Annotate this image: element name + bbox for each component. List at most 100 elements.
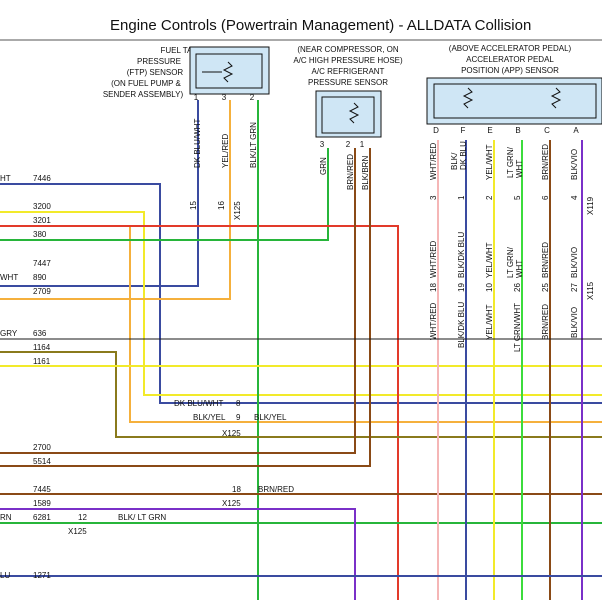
app-mid-label-6: BLK/VIO bbox=[570, 247, 579, 278]
ftp-label-4: (ON FUEL PUMP & bbox=[111, 79, 181, 88]
mid-pin-9: 9 bbox=[236, 413, 241, 422]
wire-purple-1589 bbox=[0, 508, 356, 600]
wires bbox=[0, 100, 602, 600]
ftp-sensor: FUEL TANK PRESSURE (FTP) SENSOR (ON FUEL… bbox=[103, 46, 270, 102]
wire-ac-blkbrn bbox=[0, 148, 371, 467]
brn-conn-label: BRN/RED bbox=[258, 485, 294, 494]
circuit-380: 380 bbox=[33, 230, 47, 239]
app-bot-label-4: LT GRN/WHT bbox=[513, 303, 522, 352]
ac-wire-labels: GRN BRN/RED BLK/BRN bbox=[319, 154, 370, 190]
app-mid-label-5: BRN/RED bbox=[541, 242, 550, 278]
circuit-1161: 1161 bbox=[33, 357, 51, 366]
app-bot-pin-6: 27 bbox=[570, 283, 579, 292]
ac-wire-2-label: BRN/RED bbox=[346, 154, 355, 190]
left-label-wht: WHT bbox=[0, 273, 18, 282]
circuit-3200: 3200 bbox=[33, 202, 51, 211]
app-top-pin-6: 4 bbox=[570, 195, 579, 200]
ftp-label-2: PRESSURE bbox=[137, 57, 181, 66]
app-top-label-4a: LT GRN/ bbox=[506, 146, 515, 178]
app-sensor-inner bbox=[433, 83, 597, 119]
app-mid-label-3: YEL/WHT bbox=[485, 242, 494, 278]
app-top-labels: WHT/RED BLK/ DK BLU YEL/WHT LT GRN/ WHT … bbox=[429, 141, 579, 180]
app-bot-label-6: BLK/VIO bbox=[570, 307, 579, 338]
mid-connector: DK BLU/WHT 8 BLK/YEL 9 BLK/YEL X125 bbox=[174, 399, 287, 438]
app-bot-pin-5: 25 bbox=[541, 283, 550, 292]
page-title: Engine Controls (Powertrain Management) … bbox=[110, 17, 531, 34]
left-label-ht: HT bbox=[0, 174, 11, 183]
app-bot-pin-2: 19 bbox=[457, 283, 466, 292]
app-mid-label-4a: LT GRN/ bbox=[506, 246, 515, 278]
wire-red bbox=[0, 225, 399, 600]
brn-conn-name: X125 bbox=[222, 499, 241, 508]
ac-sensor-box bbox=[315, 90, 382, 138]
brn-conn-pin: 18 bbox=[232, 485, 241, 494]
circuit-1164: 1164 bbox=[33, 343, 51, 352]
ac-wire-1-label: GRN bbox=[319, 157, 328, 175]
ftp-sensor-box bbox=[189, 46, 270, 95]
ac-pressure-sensor: (NEAR COMPRESSOR, ON A/C HIGH PRESSURE H… bbox=[293, 45, 403, 149]
circuit-890: 890 bbox=[33, 273, 47, 282]
app-top-label-2b: DK BLU bbox=[459, 141, 468, 170]
app-sensor: (ABOVE ACCELERATOR PEDAL) ACCELERATOR PE… bbox=[426, 44, 602, 135]
app-bot-label-3: YEL/WHT bbox=[485, 304, 494, 340]
circuit-636: 636 bbox=[33, 329, 47, 338]
ac-pin-3: 3 bbox=[320, 140, 325, 149]
app-top-label-4b: WHT bbox=[515, 160, 524, 178]
app-top-label-3: YEL/WHT bbox=[485, 144, 494, 180]
circuit-3201: 3201 bbox=[33, 216, 51, 225]
wire-dkblu-wht bbox=[0, 183, 602, 404]
app-pin-b: B bbox=[515, 126, 520, 135]
app-mid-label-1: WHT/RED bbox=[429, 240, 438, 278]
ftp-label-3: (FTP) SENSOR bbox=[127, 68, 184, 77]
left-label-lu: LU bbox=[0, 571, 10, 580]
ac-label-4: PRESSURE SENSOR bbox=[308, 78, 388, 87]
app-top-label-5: BRN/RED bbox=[541, 144, 550, 180]
ac-pin-2: 2 bbox=[346, 140, 351, 149]
app-bot-labels: WHT/RED BLK/DK BLU YEL/WHT LT GRN/WHT BR… bbox=[429, 302, 579, 352]
app-pin-f: F bbox=[461, 126, 466, 135]
left-label-rn: RN bbox=[0, 513, 12, 522]
wire-ftp-dkblu bbox=[0, 100, 199, 287]
circuit-numbers: HT 7446 3200 3201 380 7447 WHT 890 2709 … bbox=[0, 174, 51, 580]
ftp-conn-name: X125 bbox=[233, 201, 242, 220]
mid-label-dkbluwht: DK BLU/WHT bbox=[174, 399, 223, 408]
ftp-label-5: SENDER ASSEMBLY) bbox=[103, 90, 184, 99]
circuit-5514: 5514 bbox=[33, 457, 51, 466]
app-top-pin-5: 6 bbox=[541, 195, 550, 200]
ftp-label-1: FUEL TANK bbox=[161, 46, 205, 55]
app-top-label-6: BLK/VIO bbox=[570, 149, 579, 180]
ac-resistor-icon bbox=[348, 102, 360, 124]
ftp-conn-pin-15: 15 bbox=[189, 201, 198, 210]
ac-label-3: A/C REFRIGERANT bbox=[312, 67, 385, 76]
app-top-label-1: WHT/RED bbox=[429, 142, 438, 180]
ftp-wire-labels: DK BLU/WHT YEL/RED BLK/LT GRN bbox=[193, 119, 258, 168]
app-bot-pin-1: 18 bbox=[429, 283, 438, 292]
app-mid-label-2: BLK/DK BLU bbox=[457, 232, 466, 278]
circuit-7447: 7447 bbox=[33, 259, 51, 268]
ftp-pin-1: 1 bbox=[194, 93, 199, 102]
app-bot-conn-name: X115 bbox=[586, 281, 595, 300]
grn-connector: 12 BLK/ LT GRN X125 bbox=[68, 513, 166, 536]
brnred-connector: 18 BRN/RED X125 bbox=[222, 485, 294, 508]
app-connector-top: 3 1 2 5 6 4 X119 bbox=[429, 195, 595, 215]
app-bot-label-1: WHT/RED bbox=[429, 302, 438, 340]
app-pin-e: E bbox=[487, 126, 492, 135]
ac-label-2: A/C HIGH PRESSURE HOSE) bbox=[293, 56, 403, 65]
circuit-2700: 2700 bbox=[33, 443, 51, 452]
left-label-gry: GRY bbox=[0, 329, 18, 338]
circuit-6281: 6281 bbox=[33, 513, 51, 522]
app-top-pin-2: 1 bbox=[457, 195, 466, 200]
ac-pin-1: 1 bbox=[360, 140, 365, 149]
wire-grn-380 bbox=[0, 148, 329, 241]
mid-pin-8: 8 bbox=[236, 399, 241, 408]
ac-wire-3-label: BLK/BRN bbox=[361, 156, 370, 190]
ftp-wire-2-label: YEL/RED bbox=[221, 134, 230, 168]
circuit-1271: 1271 bbox=[33, 571, 51, 580]
app-bot-label-5: BRN/RED bbox=[541, 304, 550, 340]
ftp-wire-3-label: BLK/LT GRN bbox=[249, 122, 258, 168]
circuit-2709: 2709 bbox=[33, 287, 51, 296]
wire-olive-1164 bbox=[0, 351, 602, 438]
app-mid-label-4b: WHT bbox=[515, 260, 524, 278]
